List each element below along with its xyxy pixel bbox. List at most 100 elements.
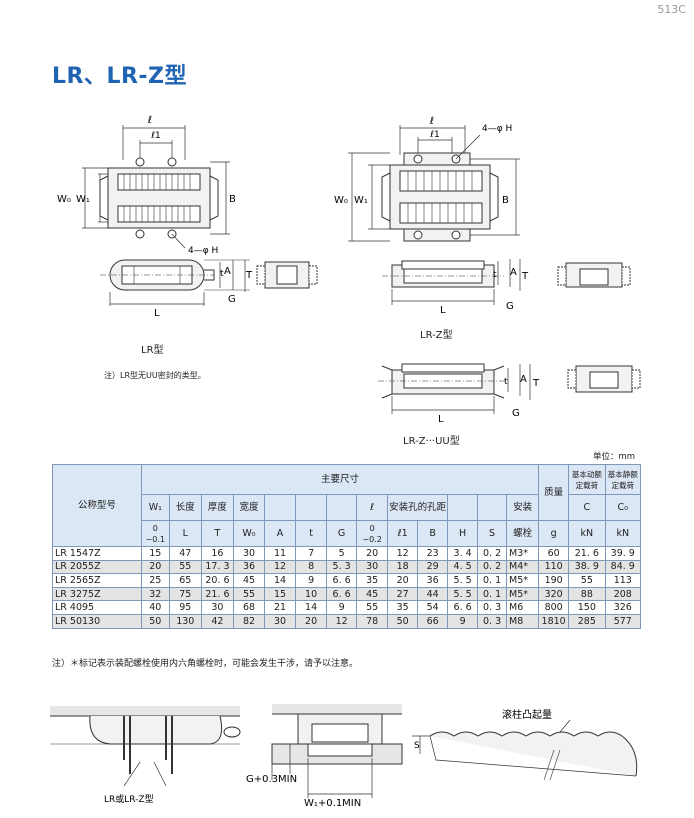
cell-ell: 55	[356, 600, 389, 615]
lrz-dim-w1: W₁	[354, 195, 368, 206]
cell-s: 0. 2	[477, 546, 508, 561]
cell-c: 55	[568, 573, 606, 588]
cell-c: 150	[568, 600, 606, 615]
cell-c0: 208	[604, 586, 642, 602]
th-c: C	[568, 494, 606, 521]
cell-c0: 577	[604, 613, 642, 629]
lrzuu-drawing: t A T L G	[378, 363, 641, 425]
th-ell1: ℓ1	[387, 520, 419, 547]
th-install: 安装	[506, 494, 540, 521]
cell-ell: 78	[356, 613, 389, 629]
cell-ell1: 50	[387, 613, 419, 629]
lr-caption: LR型	[141, 345, 164, 356]
cell-t-cap: 16	[200, 546, 234, 561]
lr-dim-ell: ℓ	[148, 115, 152, 126]
cell-s: 0. 1	[477, 573, 508, 588]
table-row: LR 2565Z 25 65 20. 6 45 14 9 6. 6 35 20 …	[52, 573, 642, 588]
cell-a: 30	[264, 613, 297, 629]
th-model: 公称型号	[52, 464, 142, 547]
cell-bolt: M8	[506, 613, 540, 629]
lrz-caption: LR-Z型	[420, 330, 453, 341]
bottom-dim-s: S	[414, 741, 420, 751]
table-row: LR 4095 40 95 30 68 21 14 9 55 35 54 6. …	[52, 600, 642, 615]
cell-t-cap: 20. 6	[200, 573, 234, 588]
cell-b: 29	[417, 559, 449, 575]
cell-t: 20	[295, 613, 328, 629]
th-hole-pitch: 安装孔的孔距	[387, 494, 449, 521]
th-w0: W₀	[232, 520, 266, 547]
th-w1: W₁	[140, 494, 170, 521]
th-a: A	[264, 520, 297, 547]
th-kn2: kN	[604, 520, 642, 547]
cell-b: 44	[417, 586, 449, 602]
cell-model: LR 2055Z	[52, 559, 142, 575]
cell-w1: 32	[140, 586, 170, 602]
lr-dim-t: t	[220, 269, 224, 279]
lrz-dim-b: B	[502, 195, 509, 206]
cell-l: 130	[168, 613, 202, 629]
bottom-dim-w1: W₁+0.1MIN	[304, 798, 361, 809]
cell-bolt: M3*	[506, 546, 540, 561]
cell-mass: 60	[538, 546, 570, 561]
cell-w0: 55	[232, 586, 266, 602]
cell-t-cap: 42	[200, 613, 234, 629]
lrz-dim-hole: 4—φ H	[482, 124, 512, 134]
cell-mass: 800	[538, 600, 570, 615]
bottom-label-roller: 滚柱凸起量	[502, 708, 552, 721]
cell-t-cap: 21. 6	[200, 586, 234, 602]
table-row: LR 3275Z 32 75 21. 6 55 15 10 6. 6 45 27…	[52, 586, 642, 602]
th-h: H	[447, 520, 479, 547]
cell-b: 54	[417, 600, 449, 615]
lrz-drawing: ℓ ℓ1 4—φ H W₀ W₁ B t A T L G	[334, 116, 631, 315]
lrzuu-caption: LR-Z···UU型	[403, 436, 460, 447]
th-bolt: 螺栓	[506, 520, 540, 547]
cell-t-cap: 30	[200, 600, 234, 615]
cell-s: 0. 3	[477, 613, 508, 629]
cell-mass: 190	[538, 573, 570, 588]
cell-a: 12	[264, 559, 297, 575]
lr-dim-tt: T	[245, 270, 253, 281]
th-dyn-load: 基本动额定载荷	[568, 464, 606, 495]
cell-h: 4. 5	[447, 559, 479, 575]
table-row: LR 2055Z 20 55 17. 3 36 12 8 5. 3 30 18 …	[52, 559, 642, 575]
lr-dim-w0: W₀	[57, 194, 71, 205]
th-s: S	[477, 520, 508, 547]
cell-a: 21	[264, 600, 297, 615]
cell-ell: 35	[356, 573, 389, 588]
cell-bolt: M5*	[506, 573, 540, 588]
cell-w1: 50	[140, 613, 170, 629]
th-w1-tol: 0 −0.1	[140, 520, 170, 547]
th-width: 宽度	[232, 494, 266, 521]
bottom-caption-left: LR或LR-Z型	[104, 793, 154, 805]
cell-mass: 110	[538, 559, 570, 575]
cell-w0: 82	[232, 613, 266, 629]
cell-model: LR 2565Z	[52, 573, 142, 588]
cell-s: 0. 2	[477, 559, 508, 575]
th-g-unit: g	[538, 520, 570, 547]
cell-w1: 25	[140, 573, 170, 588]
th-mass: 质量	[538, 464, 570, 521]
cell-g: 6. 6	[326, 586, 358, 602]
cell-h: 5. 5	[447, 586, 479, 602]
cell-ell1: 20	[387, 573, 419, 588]
lr-dim-ell1: ℓ1	[150, 131, 160, 141]
lrzuu-dim-t: t	[504, 377, 508, 387]
cell-w0: 30	[232, 546, 266, 561]
cell-g: 6. 6	[326, 573, 358, 588]
cell-bolt: M6	[506, 600, 540, 615]
th-thickness: 厚度	[200, 494, 234, 521]
lrz-dim-ell1: ℓ1	[429, 130, 439, 140]
cell-w1: 15	[140, 546, 170, 561]
cell-ell1: 18	[387, 559, 419, 575]
cell-model: LR 50130	[52, 613, 142, 629]
th-ell-tol: 0 −0.2	[356, 520, 389, 547]
lrzuu-dim-tt: T	[532, 378, 540, 389]
cell-w1: 20	[140, 559, 170, 575]
cell-l: 95	[168, 600, 202, 615]
cell-t-cap: 17. 3	[200, 559, 234, 575]
cell-t: 8	[295, 559, 328, 575]
cell-mass: 320	[538, 586, 570, 602]
table-note: 注）＊标记表示装配螺栓使用内六角螺栓时，可能会发生干涉，请予以注意。	[52, 659, 359, 669]
th-t: t	[295, 520, 328, 547]
cell-ell1: 12	[387, 546, 419, 561]
